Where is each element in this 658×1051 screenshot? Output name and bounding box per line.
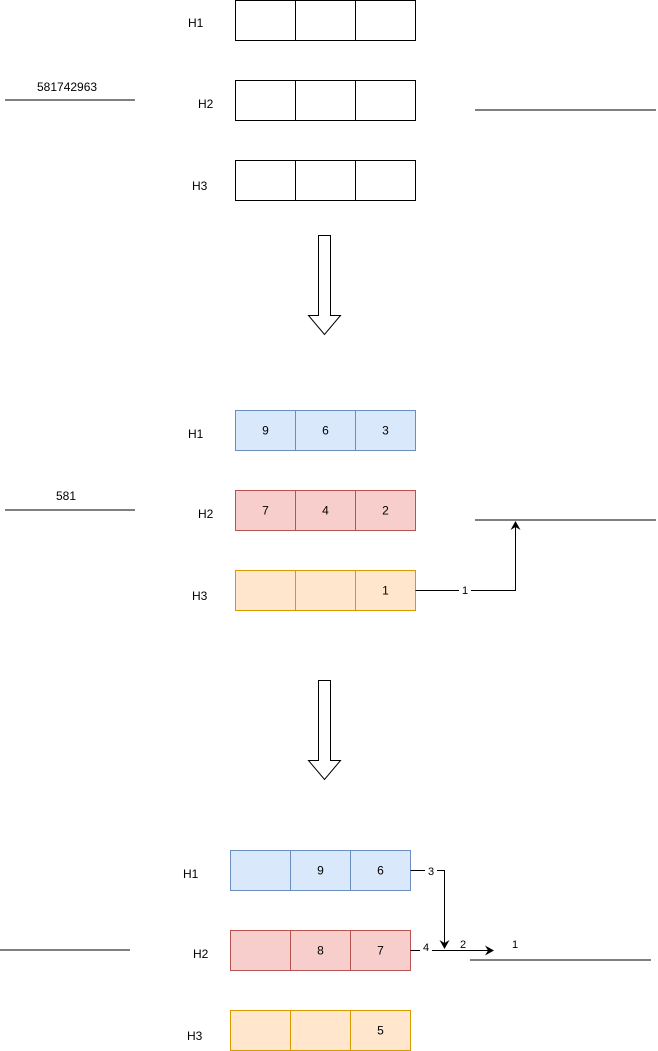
heap-cell-value: 6 bbox=[377, 864, 384, 878]
heap-cell-value: 9 bbox=[317, 864, 324, 878]
heap-cell bbox=[235, 80, 296, 121]
stage2-edge-label: 1 bbox=[462, 585, 468, 597]
heap-cell-value: 9 bbox=[262, 424, 269, 438]
stage1-heap-h3 bbox=[235, 160, 416, 201]
heap-cell-value: 7 bbox=[377, 944, 384, 958]
down-arrow-1-icon bbox=[307, 235, 342, 336]
heap-cell bbox=[295, 80, 356, 121]
heap-cell bbox=[290, 850, 351, 891]
stage2-heap-h1: 9 6 3 bbox=[235, 410, 416, 451]
heap-cell bbox=[235, 0, 296, 41]
heap-cell-value: 8 bbox=[317, 944, 324, 958]
stage-3: H1 H2 H3 9 6 8 7 5 3 bbox=[0, 850, 651, 1051]
stage2-heap-h3: 1 bbox=[235, 570, 416, 611]
stage1-row-label-h2: H2 bbox=[198, 97, 214, 111]
stage1-row-label-h3: H3 bbox=[192, 179, 208, 193]
heap-cell bbox=[290, 930, 351, 971]
heap-cell bbox=[350, 1010, 411, 1051]
stage3-edge-label-h2: 4 bbox=[423, 942, 429, 954]
heap-cell bbox=[235, 570, 296, 611]
heap-cell-value: 4 bbox=[322, 504, 329, 518]
heap-cell bbox=[350, 930, 411, 971]
heap-cell bbox=[355, 160, 416, 201]
edge-label-bg bbox=[459, 583, 471, 597]
stage3-row-label-h3: H3 bbox=[187, 1029, 203, 1043]
stage2-row-label-h2: H2 bbox=[198, 507, 214, 521]
heap-cell bbox=[355, 490, 416, 531]
heap-cell bbox=[295, 160, 356, 201]
edge-label-bg bbox=[425, 864, 437, 877]
heap-cell bbox=[230, 850, 291, 891]
stage3-heap-h1: 9 6 bbox=[230, 850, 411, 891]
stage2-input-text: 581 bbox=[56, 489, 76, 503]
heap-cell-value: 2 bbox=[382, 504, 389, 518]
heap-cell-value: 5 bbox=[377, 1024, 384, 1038]
heap-cell bbox=[235, 160, 296, 201]
stage3-heap-h3: 5 bbox=[230, 1010, 411, 1051]
heap-cell bbox=[295, 570, 356, 611]
down-arrow-2-icon bbox=[307, 680, 342, 781]
heap-cell-value: 6 bbox=[322, 424, 329, 438]
stage2-connector bbox=[415, 521, 521, 591]
heap-cell-value: 7 bbox=[262, 504, 269, 518]
stage-1: 581742963 H1 H2 H3 bbox=[5, 0, 656, 201]
stage3-row-label-h1: H1 bbox=[183, 867, 199, 881]
stage3-h1-connector bbox=[410, 870, 450, 949]
stage1-row-label-h1: H1 bbox=[188, 16, 204, 30]
stage2-row-label-h1: H1 bbox=[188, 427, 204, 441]
stage3-row-label-h2: H2 bbox=[193, 947, 209, 961]
heap-cell bbox=[295, 410, 356, 451]
heap-cell bbox=[355, 80, 416, 121]
stage2-heap-h2: 7 4 2 bbox=[235, 490, 416, 531]
heap-cell bbox=[295, 0, 356, 41]
stage1-heap-h1 bbox=[235, 0, 416, 41]
edge-label-bg bbox=[420, 943, 432, 956]
heap-cell bbox=[230, 1010, 291, 1051]
stage3-edge-label-mid: 2 bbox=[460, 939, 466, 951]
heap-cell-value: 1 bbox=[382, 584, 389, 598]
heap-cell bbox=[355, 410, 416, 451]
heap-cell-value: 3 bbox=[382, 424, 389, 438]
stage3-heap-h2: 8 7 bbox=[230, 930, 411, 971]
stage3-edge-label-h1: 3 bbox=[428, 866, 434, 878]
stage1-input-text: 581742963 bbox=[37, 80, 97, 94]
heap-cell bbox=[355, 0, 416, 41]
stage3-output-text: 1 bbox=[512, 939, 518, 951]
stage-2: 581 H1 H2 H3 9 6 3 7 4 2 1 bbox=[5, 410, 656, 611]
stage2-row-label-h3: H3 bbox=[192, 589, 208, 603]
heap-cell bbox=[230, 930, 291, 971]
heap-cell bbox=[235, 410, 296, 451]
stage1-heap-h2 bbox=[235, 80, 416, 121]
heap-cell bbox=[290, 1010, 351, 1051]
heap-cell bbox=[235, 490, 296, 531]
